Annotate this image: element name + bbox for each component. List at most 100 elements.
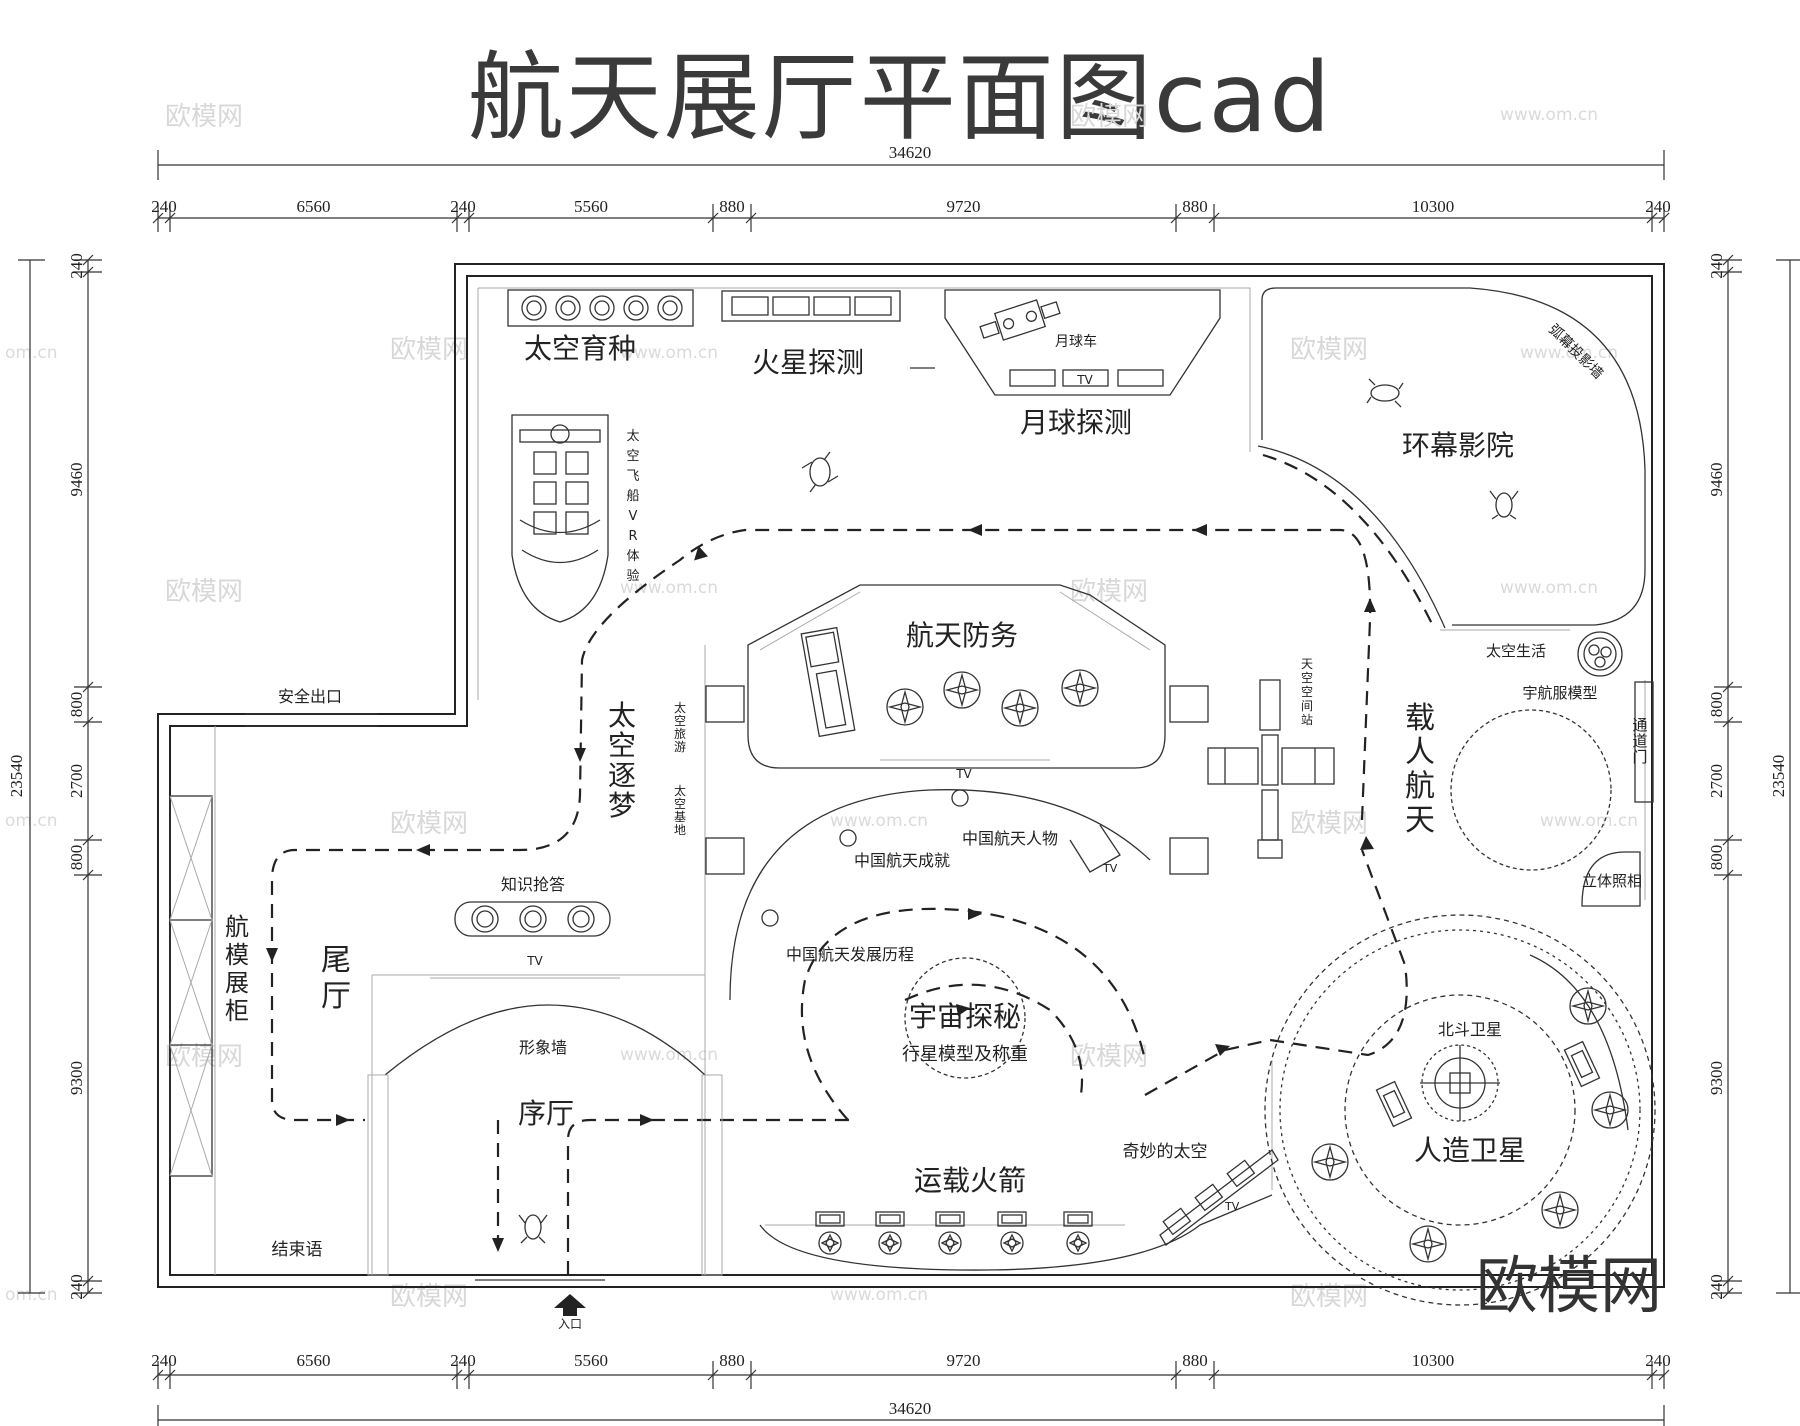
zone-label-passage: 通道门	[1632, 716, 1647, 766]
dim-segment-label: 880	[719, 197, 745, 216]
tv-label: TV	[1076, 373, 1093, 387]
zone-label-space-breeding: 太空育种	[524, 332, 636, 365]
svg-text:旅: 旅	[674, 727, 686, 741]
svg-text:基: 基	[674, 810, 686, 824]
zone-label-rocket: 运载火箭	[914, 1164, 1026, 1197]
svg-text:游: 游	[674, 740, 686, 754]
dim-segment-label: 800	[1707, 692, 1726, 718]
dim-segment-label: 800	[67, 845, 86, 871]
svg-text:门: 门	[1632, 748, 1647, 766]
svg-text:逐: 逐	[608, 759, 636, 792]
svg-text:道: 道	[1632, 732, 1647, 750]
zone-label-people: 中国航天人物	[962, 829, 1058, 848]
dim-segment-label: 9300	[1707, 1061, 1726, 1095]
page-title: 航天展厅平面图cad	[467, 42, 1333, 154]
svg-text:V: V	[629, 509, 638, 524]
zone-label-photo: 立体照相	[1582, 872, 1642, 890]
svg-text:地: 地	[674, 823, 686, 837]
svg-text:人: 人	[1405, 735, 1435, 770]
svg-text:太: 太	[626, 429, 639, 444]
dim-total-right: 23540	[1769, 755, 1788, 798]
svg-text:梦: 梦	[608, 789, 636, 822]
dim-segment-label: 800	[67, 692, 86, 718]
entrance-label: 入口	[558, 1317, 582, 1331]
watermark-url: om.cn	[5, 1285, 58, 1305]
watermark-url: www.om.cn	[1500, 105, 1598, 125]
defense-exhibit: TV 航天防务	[705, 584, 1209, 875]
zone-label-mars: 火星探测	[752, 346, 864, 379]
svg-text:验: 验	[626, 568, 639, 584]
dim-segment-label: 6560	[297, 1351, 331, 1370]
visitor-figure	[801, 451, 839, 493]
watermark-url: om.cn	[5, 811, 58, 831]
svg-text:天: 天	[1301, 657, 1313, 671]
svg-text:尾: 尾	[321, 943, 351, 978]
partitions	[214, 287, 1646, 1275]
svg-text:模: 模	[225, 941, 249, 969]
watermark: 欧模网	[1290, 335, 1368, 365]
mars-exhibit: 火星探测	[721, 290, 935, 379]
lunar-exhibit: TV 月球车 月球探测	[944, 289, 1221, 439]
outer-walls	[157, 263, 1665, 1288]
zone-label-satellite: 人造卫星	[1414, 1134, 1526, 1167]
zone-label-history: 中国航天发展历程	[786, 945, 914, 964]
dim-segment-label: 9720	[947, 197, 981, 216]
zone-label-image-wall: 形象墙	[519, 1038, 567, 1057]
dim-segment-label: 9460	[1707, 463, 1726, 497]
svg-text:太: 太	[674, 700, 686, 715]
watermark: 欧模网	[390, 809, 468, 839]
tv-label: TV	[1102, 862, 1118, 875]
svg-text:间: 间	[1301, 699, 1313, 713]
satellite-exhibit: 北斗卫星 人造卫星	[1264, 914, 1656, 1306]
svg-text:航: 航	[225, 913, 249, 941]
tv-label: TV	[955, 767, 972, 781]
svg-text:空: 空	[1301, 671, 1313, 685]
visitor-route	[266, 524, 1408, 1275]
dim-total-top: 34620	[889, 143, 932, 162]
dim-segment-label: 240	[151, 197, 177, 216]
watermark: 欧模网	[1290, 809, 1368, 839]
svg-text:空: 空	[608, 729, 636, 762]
zone-label-space-life: 太空生活	[1486, 642, 1546, 660]
dim-segment-label: 5560	[574, 1351, 608, 1370]
tv-label: TV	[1224, 1200, 1240, 1213]
dim-segment-label: 10300	[1412, 197, 1455, 216]
rocket-exhibit: 运载火箭	[759, 1164, 1273, 1271]
tv-label: TV	[526, 954, 543, 968]
zone-label-lunar: 月球探测	[1020, 406, 1132, 439]
watermark-url: www.om.cn	[1500, 578, 1598, 598]
dim-segment-label: 240	[1645, 1351, 1671, 1370]
svg-text:空: 空	[674, 797, 686, 811]
dim-segment-label: 10300	[1412, 1351, 1455, 1370]
watermark: 欧模网	[165, 102, 243, 132]
watermark: 欧模网	[165, 1042, 243, 1072]
zone-label-tail-hall: 尾厅	[321, 943, 351, 1014]
watermark-url: www.om.cn	[620, 1045, 718, 1065]
safety-exit-label: 安全出口	[278, 687, 342, 706]
zone-label-wonder-space: 奇妙的太空	[1123, 1142, 1208, 1162]
svg-text:飞: 飞	[626, 469, 639, 484]
svg-text:通: 通	[1632, 716, 1647, 734]
universe-exhibit: 宇宙探秘 行星模型及称重	[902, 957, 1028, 1079]
dim-segment-label: 880	[1182, 197, 1208, 216]
watermark-url: www.om.cn	[620, 578, 718, 598]
watermark-url: www.om.cn	[830, 811, 928, 831]
entrance-marker[interactable]: 入口	[554, 1294, 586, 1331]
watermark-url: om.cn	[5, 343, 58, 363]
wonder-space-exhibit: 奇妙的太空 TV	[1123, 1142, 1279, 1246]
svg-text:航: 航	[1405, 769, 1435, 804]
dim-segment-label: 240	[1707, 253, 1726, 279]
svg-text:空: 空	[1301, 685, 1313, 699]
